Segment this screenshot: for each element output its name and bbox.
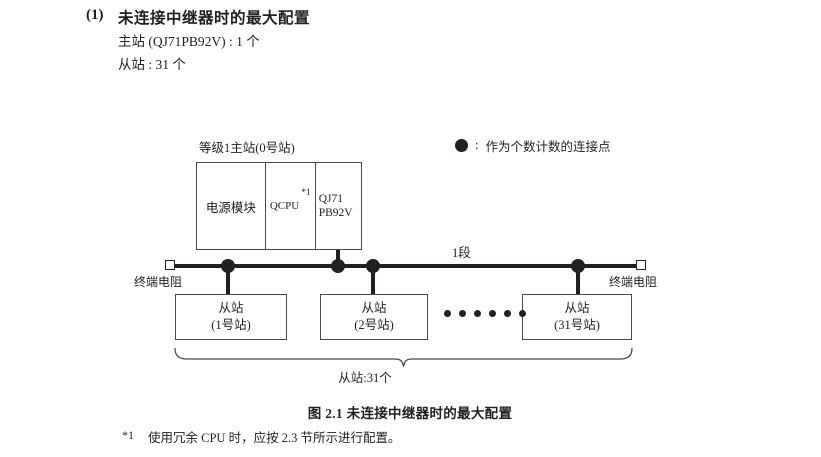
legend-label: 作为个数计数的连接点 [485,140,611,154]
figure-caption: 图 2.1 未连接中继器时的最大配置 [307,406,513,421]
power-module-cell: 电源模块 [197,163,266,249]
segment-label: 1段 [452,246,471,260]
network-module-cell: QJ71 PB92V [316,163,361,249]
ellipsis-dot [459,310,466,317]
slave-station-number: (1号站) [211,318,251,332]
right-terminator-label: 终端电阻 [609,275,658,289]
network-module-label: QJ71 PB92V [319,192,353,221]
trunk-bus-line [173,263,640,268]
slave-station-box-1: 从站 (1号站) [175,294,287,340]
heading-number: (1) [86,7,104,23]
slave-group-brace [174,347,633,367]
slave-station-box-2: 从站 (2号站) [320,294,428,340]
master-station-rack: 电源模块 QCPU *1 QJ71 PB92V [196,162,362,250]
qcpu-footnote-marker: *1 [301,188,311,198]
ellipsis-dot [489,310,496,317]
master-station-count-line: 主站 (QJ71PB92V) : 1 个 [118,34,260,49]
slave-station-box-31: 从站 (31号站) [522,294,632,340]
filled-circle-icon-node-master [331,259,345,273]
power-module-label: 电源模块 [205,200,256,215]
slave-title: 从站 [361,301,387,316]
ellipsis-dot [504,310,511,317]
master-drop-line [335,250,340,266]
ellipsis-dot [474,310,481,317]
ellipsis-dot [519,310,526,317]
white-square-icon-right-terminator [636,260,646,270]
slave-station-number: (2号站) [354,318,394,332]
slave-1-drop-line [225,264,230,295]
slave-31-drop-line [575,264,580,295]
legend-colon: : [475,138,479,152]
slave-title: 从站 [564,301,590,316]
network-module-label-line2: PB92V [318,207,353,219]
filled-circle-icon [455,139,468,152]
slave-2-drop-line [370,264,375,295]
legend: : 作为个数计数的连接点 [455,136,611,155]
footnote-text: 使用冗余 CPU 时，应按 2.3 节所示进行配置。 [148,431,401,445]
white-square-icon-left-terminator [165,260,175,270]
slave-group-brace-label: 从站:31个 [338,371,392,385]
qcpu-label: QCPU [269,200,300,212]
left-terminator-label: 终端电阻 [134,275,183,289]
ellipsis-dots [444,310,526,317]
slave-station-number: (31号站) [554,318,600,332]
slave-station-count-line: 从站 : 31 个 [118,57,186,72]
ellipsis-dot [444,310,451,317]
slave-title: 从站 [218,301,244,316]
footnote-marker: *1 [122,428,134,442]
network-module-label-line1: QJ71 [318,192,343,205]
page-title: 未连接中继器时的最大配置 [118,10,311,27]
master-station-label: 等级1主站(0号站) [199,141,295,155]
qcpu-cell: QCPU *1 [266,163,316,249]
